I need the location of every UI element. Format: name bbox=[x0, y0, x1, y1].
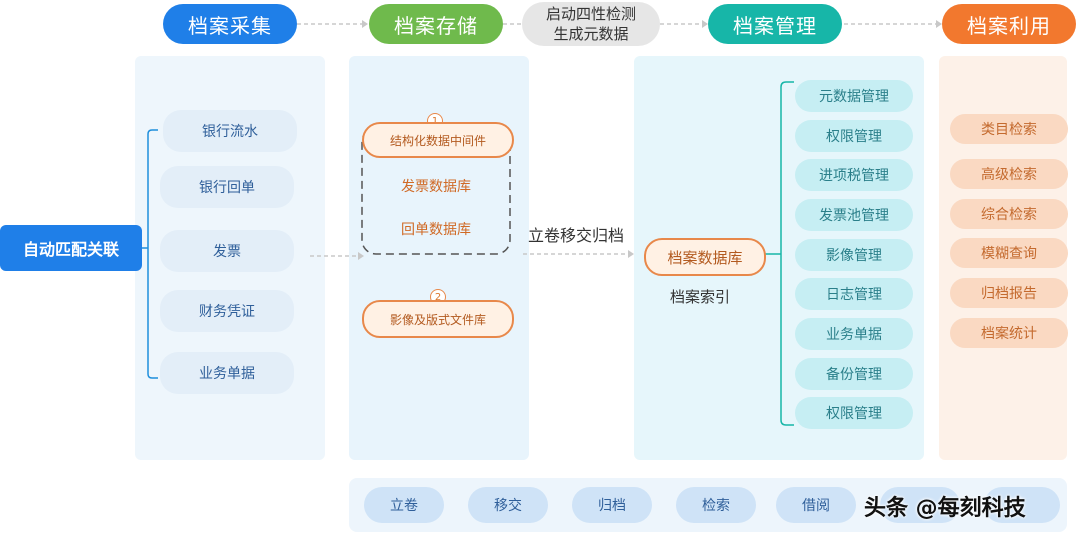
header-collect: 档案采集 bbox=[163, 4, 297, 44]
manage-item-invoice-pool: 发票池管理 bbox=[795, 199, 913, 231]
header-check: 启动四性检测 生成元数据 bbox=[522, 2, 660, 46]
transfer-label: 立卷移交归档 bbox=[528, 226, 625, 245]
bottom-item-extra-1 bbox=[880, 487, 960, 523]
collect-item-invoice: 发票 bbox=[160, 230, 294, 272]
use-item-combined-search: 综合检索 bbox=[950, 199, 1068, 229]
use-item-category-search: 类目检索 bbox=[950, 114, 1068, 144]
manage-item-log: 日志管理 bbox=[795, 278, 913, 310]
manage-item-backup: 备份管理 bbox=[795, 358, 913, 390]
bottom-item-archive: 归档 bbox=[572, 487, 652, 523]
bottom-item-transfer: 移交 bbox=[468, 487, 548, 523]
image-file-library: 影像及版式文件库 bbox=[362, 300, 514, 338]
archive-database: 档案数据库 bbox=[644, 238, 766, 276]
bottom-item-borrow: 借阅 bbox=[776, 487, 856, 523]
auto-match-node: 自动匹配关联 bbox=[0, 225, 142, 271]
archive-index: 档案索引 bbox=[670, 288, 731, 306]
collect-item-business-doc: 业务单据 bbox=[160, 352, 294, 394]
collect-item-voucher: 财务凭证 bbox=[160, 290, 294, 332]
header-check-text: 启动四性检测 生成元数据 bbox=[545, 5, 636, 43]
header-storage: 档案存储 bbox=[369, 4, 503, 44]
invoice-db: 发票数据库 bbox=[401, 179, 471, 195]
use-item-advanced-search: 高级检索 bbox=[950, 159, 1068, 189]
collect-item-bank-receipt: 银行回单 bbox=[160, 166, 294, 208]
header-use: 档案利用 bbox=[942, 4, 1076, 44]
use-item-fuzzy-query: 模糊查询 bbox=[950, 238, 1068, 268]
bottom-item-search: 检索 bbox=[676, 487, 756, 523]
bottom-item-file: 立卷 bbox=[364, 487, 444, 523]
collect-item-bank-flow: 银行流水 bbox=[163, 110, 297, 152]
manage-item-permission: 权限管理 bbox=[795, 120, 913, 152]
bottom-item-extra-2 bbox=[984, 487, 1060, 523]
use-item-archive-report: 归档报告 bbox=[950, 278, 1068, 308]
use-item-archive-stats: 档案统计 bbox=[950, 318, 1068, 348]
watermark: 头条 @每刻科技 bbox=[864, 496, 1026, 521]
structured-middleware: 结构化数据中间件 bbox=[362, 122, 514, 158]
manage-item-input-tax: 进项税管理 bbox=[795, 159, 913, 191]
manage-item-permission-2: 权限管理 bbox=[795, 397, 913, 429]
receipt-db: 回单数据库 bbox=[401, 222, 471, 238]
manage-item-image: 影像管理 bbox=[795, 239, 913, 271]
manage-item-business-doc: 业务单据 bbox=[795, 318, 913, 350]
manage-item-metadata: 元数据管理 bbox=[795, 80, 913, 112]
header-manage: 档案管理 bbox=[708, 4, 842, 44]
